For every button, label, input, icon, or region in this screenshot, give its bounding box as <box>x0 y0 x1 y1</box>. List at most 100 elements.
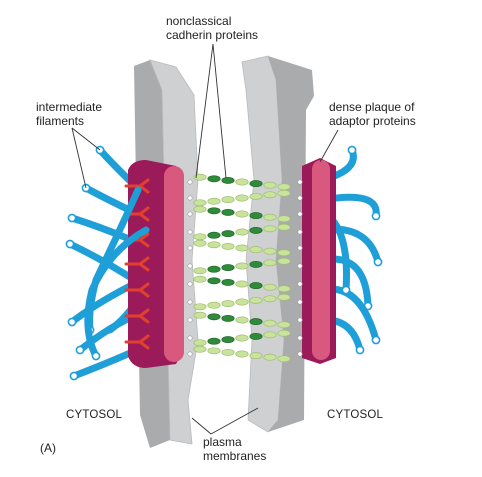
anchor-left-4 <box>124 256 150 272</box>
filament-right-6-tip <box>355 345 365 355</box>
cadherin-6-domain-4 <box>235 262 249 270</box>
cadherin-11-domain-4 <box>235 350 249 358</box>
cadherin-3-domain-3 <box>221 208 235 216</box>
cadherin-7-domain-5 <box>249 282 263 290</box>
label-cadherin-line2: cadherin proteins <box>166 28 259 42</box>
cadherin-6 <box>187 257 303 275</box>
cadherin-5-domain-2 <box>207 241 221 249</box>
cadherin-11-anchor-left <box>187 351 193 357</box>
label-cytosol-left: CYTOSOL <box>66 409 123 421</box>
filament-left-3-tip <box>67 213 77 223</box>
cadherin-9-domain-1 <box>193 311 207 319</box>
cadherin-1-domain-3 <box>221 176 235 184</box>
cadherin-3-domain-7 <box>277 215 291 223</box>
cadherin-4-anchor-right <box>297 229 303 235</box>
cadherin-5-domain-7 <box>277 249 291 257</box>
panel-label: (A) <box>40 441 56 455</box>
cadherin-9-anchor-right <box>297 317 303 323</box>
cadherin-7-domain-2 <box>207 277 221 285</box>
cadherin-3-domain-6 <box>263 213 277 221</box>
cadherin-8-domain-7 <box>277 293 291 301</box>
cadherin-11-domain-1 <box>193 345 207 353</box>
cadherin-6-domain-1 <box>193 267 207 275</box>
label-membranes-line1: plasma <box>203 435 242 449</box>
cadherin-9-domain-3 <box>221 314 235 322</box>
cadherin-2-domain-4 <box>235 194 249 202</box>
cadherin-5-domain-4 <box>235 244 249 252</box>
anchor-left-6-shape <box>124 308 150 324</box>
cadherin-7-domain-7 <box>277 285 291 293</box>
cadherin-2-domain-2 <box>207 197 221 205</box>
cadherin-6-domain-6 <box>263 259 277 267</box>
cadherin-9-domain-6 <box>263 319 277 327</box>
cadherin-3-anchor-left <box>187 211 193 217</box>
leader-lines <box>71 43 339 435</box>
cadherin-10-anchor-left <box>187 335 193 341</box>
cadherin-3 <box>187 205 303 223</box>
filament-right-3-tip <box>373 257 383 267</box>
dense-plaque-right <box>302 158 336 364</box>
anchor-left-6 <box>124 308 150 324</box>
anchor-left-7-shape <box>124 334 150 350</box>
cadherin-7-domain-3 <box>221 278 235 286</box>
cadherin-8-domain-6 <box>263 295 277 303</box>
filament-left-7-tip <box>69 371 79 381</box>
filament-right-1-tip <box>347 145 357 155</box>
cadherin-7-domain-6 <box>263 283 277 291</box>
cadherin-4-domain-3 <box>221 230 235 238</box>
cadherin-11-domain-6 <box>263 353 277 361</box>
filament-right-7-tip <box>341 285 351 295</box>
cadherin-11-domain-3 <box>221 348 235 356</box>
cadherin-11-domain-5 <box>249 352 263 360</box>
cadherin-4-domain-6 <box>263 225 277 233</box>
cadherin-1-anchor-left <box>187 179 193 185</box>
cadherin-8-domain-1 <box>193 303 207 311</box>
cadherin-11-domain-2 <box>207 347 221 355</box>
cadherin-8-domain-3 <box>221 300 235 308</box>
cadherin-1-domain-2 <box>207 175 221 183</box>
cadherin-8-domain-5 <box>249 296 263 304</box>
cadherin-10-domain-3 <box>221 336 235 344</box>
plaque-right-rim <box>312 160 330 360</box>
cadherin-7 <box>187 275 303 293</box>
cadherin-2-domain-1 <box>193 199 207 207</box>
cadherin-1-domain-1 <box>193 173 207 181</box>
cadherin-1-anchor-right <box>297 179 303 185</box>
cadherin-2-anchor-left <box>187 195 193 201</box>
cadherin-5-domain-1 <box>193 239 207 247</box>
cadherin-2-domain-3 <box>221 196 235 204</box>
cadherin-1-domain-7 <box>277 183 291 191</box>
label-filaments-line1: intermediate <box>36 100 103 114</box>
label-dense-plaque: dense plaque of adaptor proteins <box>329 100 416 128</box>
anchor-left-1 <box>124 178 150 194</box>
cadherin-4-domain-1 <box>193 233 207 241</box>
cadherin-6-domain-5 <box>249 260 263 268</box>
filament-right-5-tip <box>371 335 381 345</box>
cadherin-3-domain-4 <box>235 210 249 218</box>
cadherin-9-anchor-left <box>187 317 193 323</box>
leader-filament-2 <box>71 127 101 151</box>
label-cytosol-right: CYTOSOL <box>327 409 384 421</box>
filament-left-4-tip <box>65 239 75 249</box>
cadherin-8-domain-4 <box>235 298 249 306</box>
cadherin-2-anchor-right <box>297 195 303 201</box>
cadherin-9-domain-2 <box>207 313 221 321</box>
cadherin-6-anchor-left <box>187 263 193 269</box>
label-nonclassical-cadherin-proteins: nonclassical cadherin proteins <box>166 14 258 42</box>
cadherin-4-domain-5 <box>249 226 263 234</box>
label-plasma-membranes: plasma membranes <box>203 435 266 463</box>
cadherin-8-domain-2 <box>207 301 221 309</box>
cadherin-9-domain-5 <box>249 318 263 326</box>
cadherin-4-domain-4 <box>235 228 249 236</box>
cadherin-6-domain-2 <box>207 265 221 273</box>
filament-left-front-2-tip <box>91 351 101 361</box>
label-intermediate-filaments: intermediate filaments <box>36 100 102 128</box>
cadherin-4-anchor-left <box>187 229 193 235</box>
cadherin-8-anchor-left <box>187 299 193 305</box>
label-plaque-line2: adaptor proteins <box>329 114 416 128</box>
filament-left-front-2 <box>84 226 150 361</box>
cadherin-1 <box>187 173 303 191</box>
anchor-left-5 <box>124 282 150 298</box>
filament-left-5-tip <box>67 317 77 327</box>
